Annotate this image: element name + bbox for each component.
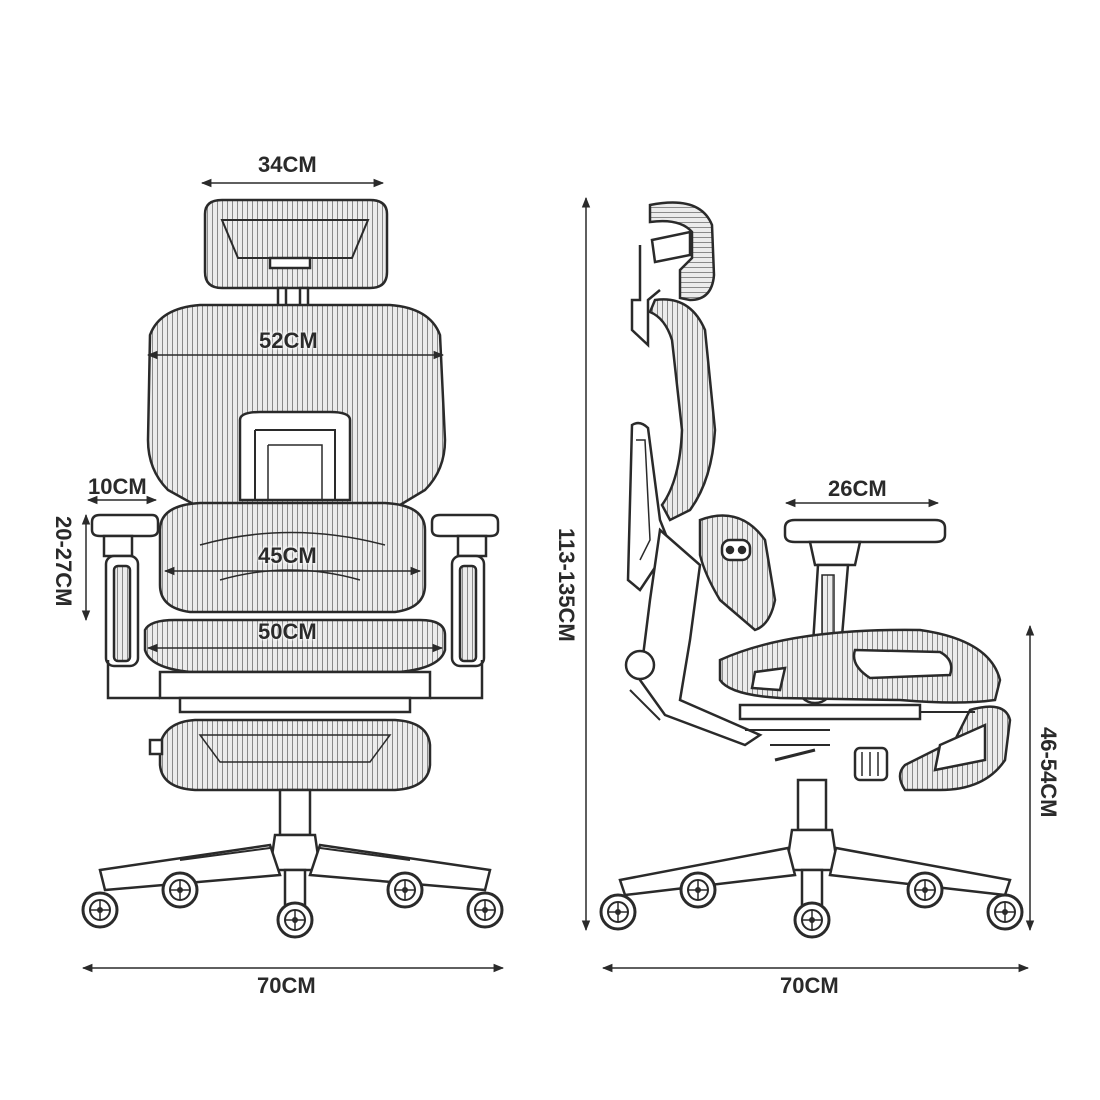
side-footrest [898,705,1012,792]
side-seat [718,628,1002,746]
side-lumbar [698,514,777,632]
front-lumbar [158,501,427,614]
label-armrest-pad-width: 10CM [88,474,147,499]
dimension-lines [81,178,1035,973]
label-lumbar-width: 45CM [258,543,317,568]
side-tension-knob [853,746,889,782]
front-footrest [148,718,432,792]
front-view-chair [90,198,500,907]
label-seat-width: 50CM [258,619,317,644]
side-view-chair [618,201,1012,907]
side-frame [624,527,763,747]
front-left-armrest [90,513,160,700]
label-side-base-depth: 70CM [780,973,839,998]
label-headrest-width: 34CM [258,152,317,177]
front-right-armrest [430,513,500,700]
front-base [98,788,492,907]
front-headrest [203,198,389,316]
label-front-base-width: 70CM [257,973,316,998]
label-backrest-width: 52CM [259,328,318,353]
label-armrest-depth: 26CM [828,476,887,501]
label-armrest-height-range: 20-27CM [51,516,76,607]
side-base [618,748,1012,907]
label-seat-height-range: 46-54CM [1036,727,1061,818]
label-overall-height-range: 113-135CM [554,528,579,642]
side-headrest [630,201,716,348]
